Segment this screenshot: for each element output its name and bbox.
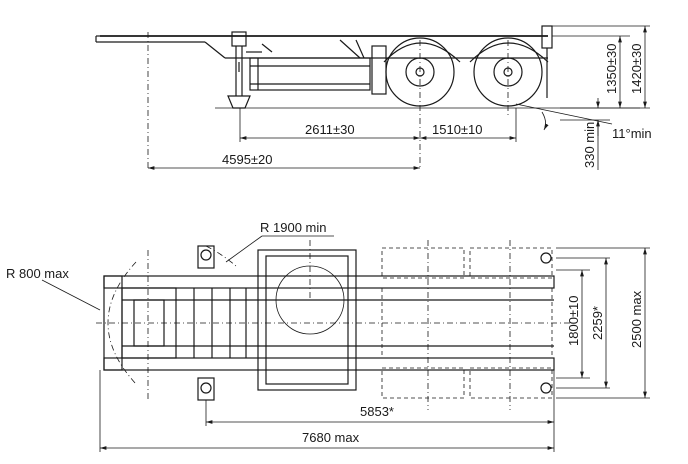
dim-overall-width: 2500 max [629,290,644,348]
dim-deck-height: 1350±30 [604,43,619,94]
dim-swing-radius: R 1900 min [260,220,326,235]
dim-wheelbase: 2611±30 [305,122,355,137]
dim-departure-angle: 11°min [612,126,652,141]
dim-overall-height: 1420±30 [629,43,644,94]
dim-twistlock-width: 1800±10 [566,295,581,346]
dim-axle-spacing: 1510±10 [432,122,483,137]
dim-frame-length: 5853* [360,404,394,419]
side-view: 2611±30 1510±10 4595±20 1350±30 1420±30 … [95,25,652,170]
dim-track-width: 2259* [590,306,605,340]
dim-ground-clearance: 330 min [582,122,597,168]
dim-overall-length: 7680 max [302,430,360,445]
dim-kingpin-to-axle: 4595±20 [222,152,273,167]
dim-front-radius: R 800 max [6,266,69,281]
plan-view: R 800 max R 1900 min 1800±10 2259* 2500 … [6,220,650,452]
